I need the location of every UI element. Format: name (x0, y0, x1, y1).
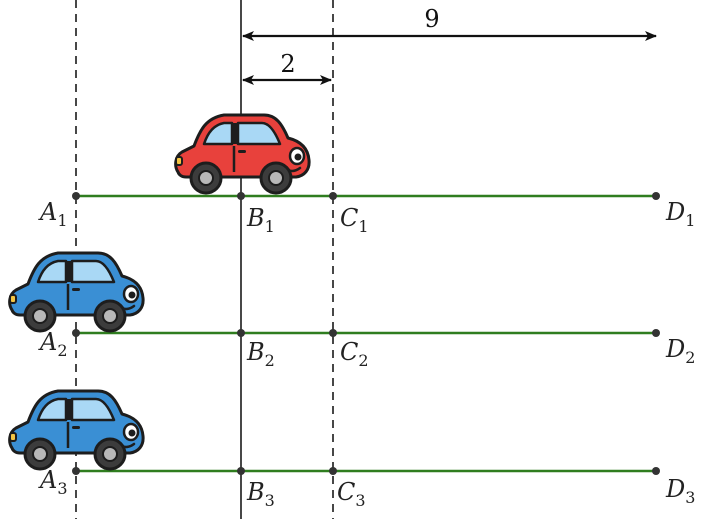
label-d2: D2 (665, 335, 695, 367)
label-c3: C3 (337, 478, 366, 510)
dimension-2: 2 (242, 50, 332, 85)
label-c2: C2 (340, 338, 369, 370)
label-c1: C1 (340, 204, 369, 236)
point-d1 (652, 192, 660, 200)
point-b1 (237, 192, 245, 200)
point-c1 (329, 192, 337, 200)
label-b3: B3 (246, 478, 275, 510)
point-c3 (329, 467, 337, 475)
red-car (174, 113, 311, 195)
blue-car-row-3 (8, 389, 145, 471)
point-d3 (652, 467, 660, 475)
label-b1: B1 (246, 204, 275, 236)
point-a2 (72, 329, 80, 337)
label-a1: A1 (38, 198, 68, 230)
point-b2 (237, 329, 245, 337)
dimension-2-label: 2 (280, 50, 295, 78)
point-d2 (652, 329, 660, 337)
label-a3: A3 (38, 466, 68, 498)
dimension-9-label: 9 (424, 5, 439, 33)
point-c2 (329, 329, 337, 337)
label-d3: D3 (665, 475, 695, 507)
point-a3 (72, 467, 80, 475)
points (72, 192, 660, 475)
blue-car-row-2 (8, 251, 145, 333)
label-d1: D1 (665, 198, 695, 230)
dimension-9: 9 (242, 5, 657, 41)
label-a2: A2 (38, 328, 68, 360)
label-b2: B2 (246, 338, 275, 370)
point-b3 (237, 467, 245, 475)
point-a1 (72, 192, 80, 200)
